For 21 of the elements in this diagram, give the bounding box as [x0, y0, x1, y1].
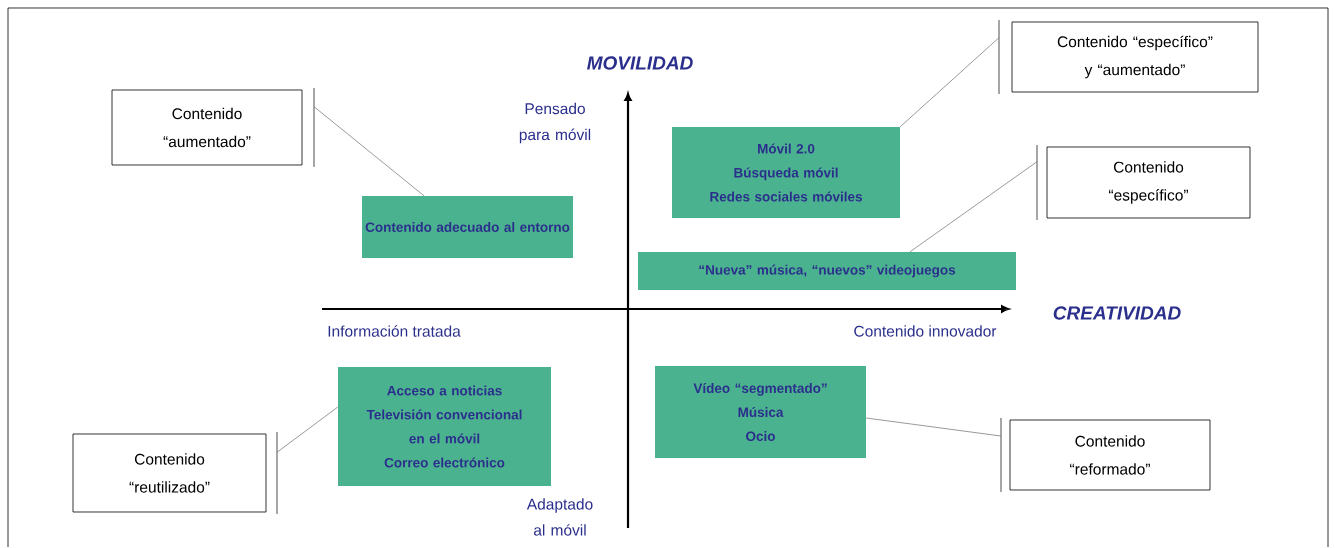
callout-box: Contenido “específico”	[1046, 146, 1251, 219]
leader-line	[314, 106, 425, 197]
category-box: “Nueva” música, “nuevos” videojuegos	[638, 252, 1016, 290]
axis-title: MOVILIDAD	[587, 56, 693, 70]
category-box: Vídeo “segmentado” Música Ocio	[655, 366, 866, 458]
axis-label: Pensado para móvil	[519, 102, 591, 144]
axis-label: Contenido innovador	[854, 325, 997, 337]
category-box: Contenido adecuado al entorno	[362, 196, 573, 258]
callout-box: Contenido “reutilizado”	[72, 433, 267, 513]
axis-label: Adaptado al móvil	[526, 498, 593, 536]
axis-title: CREATIVIDAD	[1053, 306, 1181, 320]
callout-box: Contenido “aumentado”	[111, 89, 303, 166]
callout-box: Contenido “reformado”	[1009, 419, 1211, 491]
category-box: Móvil 2.0 Búsqueda móvil Redes sociales móviles	[672, 127, 900, 218]
callout-box: Contenido “específico” y “aumentado”	[1011, 21, 1259, 93]
leader-line	[909, 161, 1037, 253]
leader-line	[277, 406, 339, 453]
leader-line	[865, 417, 1001, 437]
leader-line	[899, 37, 999, 128]
category-box: Acceso a noticias Televisión convencional en el móvil Correo electrónico	[338, 367, 551, 486]
axis-label: Información tratada	[328, 325, 461, 337]
